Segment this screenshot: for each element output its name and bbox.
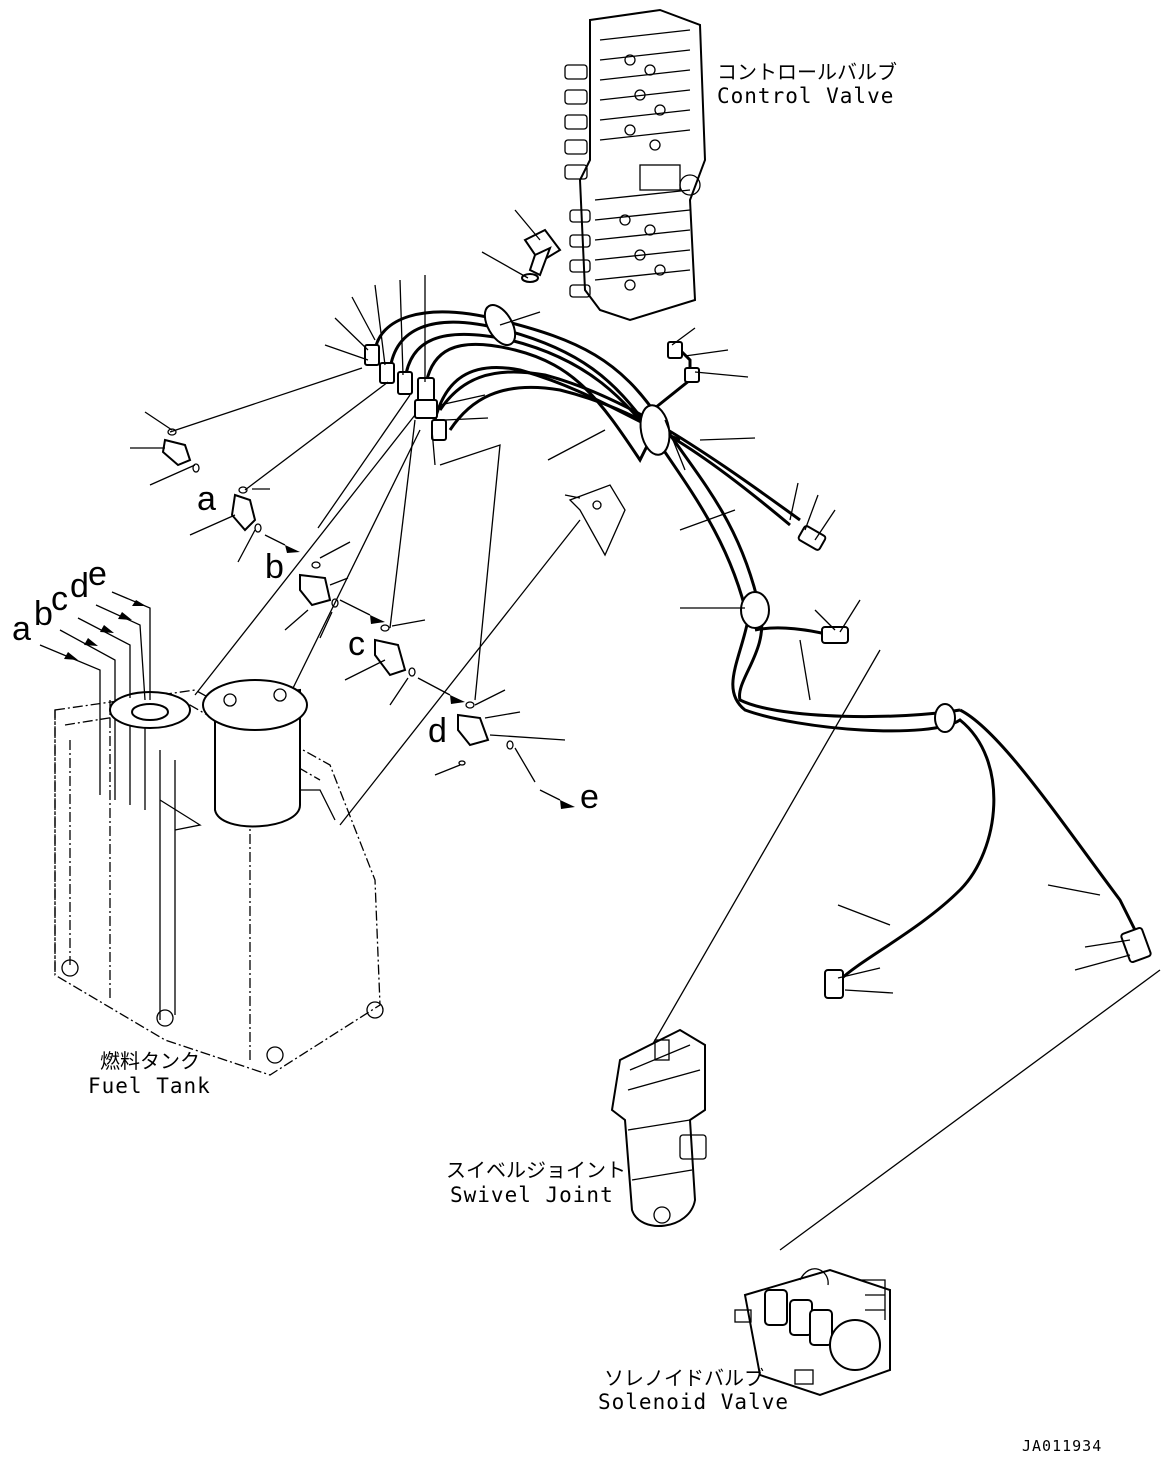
tank-letter-a: a <box>12 610 31 648</box>
clamp-bolt <box>521 228 562 283</box>
fitting-letter-e: e <box>580 778 599 816</box>
tank-arrowheads <box>64 600 146 660</box>
tank-letter-d: d <box>70 567 89 605</box>
fuel-tank-label-jp: 燃料タンク <box>100 1049 200 1073</box>
tank-letter-b: b <box>34 595 53 633</box>
tank-letter-c: c <box>51 580 68 618</box>
fitting-letter-b: b <box>265 548 284 586</box>
swivel-joint-label-en: Swivel Joint <box>450 1183 614 1207</box>
swivel-joint <box>610 1028 707 1227</box>
hose-bundle <box>373 304 1142 982</box>
fitting-letter-a: a <box>197 480 216 518</box>
tank-letter-e: e <box>88 555 107 593</box>
fitting-group <box>130 411 575 809</box>
callout-leaders <box>324 209 1131 994</box>
tank-port-arrows <box>39 591 151 701</box>
fuel-tank-label-en: Fuel Tank <box>88 1074 211 1098</box>
control-valve-label-en: Control Valve <box>717 84 894 108</box>
hose-end-fittings <box>364 341 1152 999</box>
fuel-tank <box>54 679 384 1076</box>
mounting-bracket <box>564 484 626 557</box>
control-valve-label-jp: コントロールバルブ <box>717 60 897 84</box>
swivel-joint-label-jp: スイベルジョイント <box>446 1158 626 1182</box>
fitting-letter-d: d <box>428 712 447 750</box>
fitting-letter-c: c <box>348 625 365 663</box>
connection-lines <box>169 367 1161 1251</box>
solenoid-valve <box>734 1268 891 1397</box>
drawing-code: JA011934 <box>1022 1437 1102 1455</box>
solenoid-valve-label-en: Solenoid Valve <box>598 1390 789 1414</box>
control-valve <box>564 8 707 322</box>
solenoid-valve-label-jp: ソレノイドバルブ <box>604 1366 764 1390</box>
